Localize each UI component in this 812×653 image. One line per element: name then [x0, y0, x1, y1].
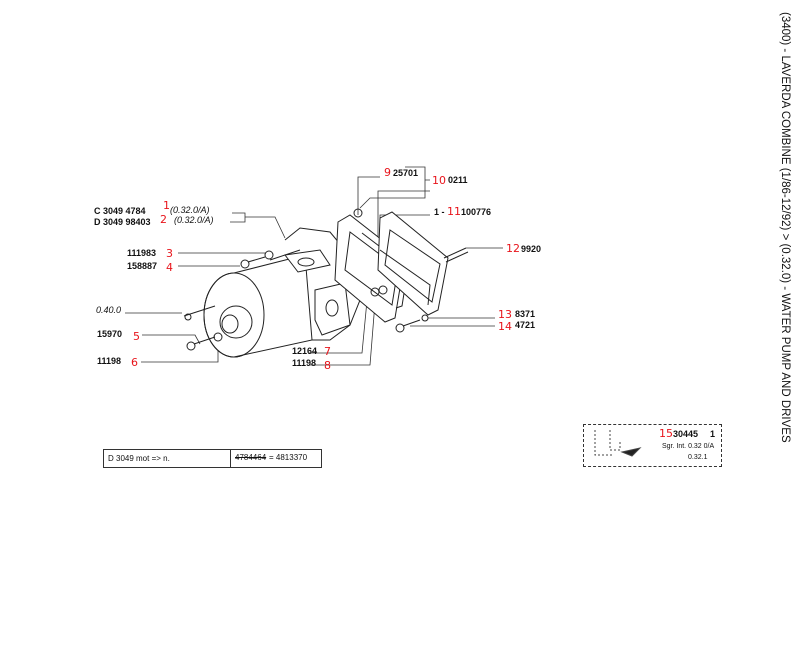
part-code: 4721 [515, 320, 536, 330]
callout-number: 6 [131, 356, 138, 369]
inset-line2: 0.32.1 [688, 454, 708, 461]
callout-number: 7 [324, 345, 331, 358]
part-note: (0.32.0/A) [174, 215, 214, 225]
pump-body [203, 208, 363, 358]
part-code: 11198 [97, 356, 122, 366]
part-code: 30445 [673, 429, 699, 439]
callout-number: 3 [166, 247, 173, 260]
extra-label: 0.40.0 [96, 305, 122, 315]
inset-box: 15 30445 1 Sgr. Int. 0.32 0/A 0.32.1 [583, 424, 722, 467]
callout-number: 12 [506, 242, 520, 255]
part-code: 111983 [127, 248, 157, 258]
callout-number: 8 [324, 359, 331, 372]
part-code: 12164 [292, 346, 318, 356]
gaskets-cover [334, 211, 449, 323]
callout-number: 2 [160, 213, 167, 226]
note-box: D 3049 mot => n. 4784464 = 4813370 [103, 449, 322, 468]
bolts [183, 247, 469, 351]
part-code: 8371 [515, 309, 536, 319]
callout-number: 9 [384, 166, 391, 179]
callout-number: 11 [447, 205, 461, 218]
callout-number: 15 [659, 427, 673, 440]
part-code: 158887 [127, 261, 158, 271]
inset-sketch [594, 430, 642, 457]
part-code: 9920 [521, 244, 542, 254]
note-left: D 3049 mot => n. [108, 454, 170, 463]
part-code: 11198 [292, 358, 317, 368]
part-code: 15970 [97, 329, 123, 339]
callout-number: 10 [432, 174, 446, 187]
part-code: D 3049 98403 [94, 217, 151, 227]
inset-line1: Sgr. Int. 0.32 0/A [662, 443, 715, 450]
callout-number: 1 [163, 199, 170, 212]
part-qty: 1 - [434, 207, 445, 217]
part-code: 100776 [461, 207, 492, 217]
callout-number: 5 [133, 330, 140, 343]
callout-number: 13 [498, 308, 512, 321]
callout-number: 14 [498, 320, 512, 333]
leader-lines [125, 166, 503, 366]
part-qty: 1 [710, 429, 716, 439]
note-old-code: 4784464 [235, 453, 267, 462]
note-new-code: = 4813370 [269, 453, 308, 462]
part-code: 0211 [448, 175, 468, 185]
part-code: 25701 [393, 168, 419, 178]
part-code: C 3049 4784 [94, 206, 146, 216]
page-title: (3400) - LAVERDA COMBINE (1/86-12/92) > … [779, 12, 791, 443]
divider [230, 450, 231, 467]
part-note: (0.32.0/A) [170, 205, 210, 215]
callout-number: 4 [166, 261, 173, 274]
